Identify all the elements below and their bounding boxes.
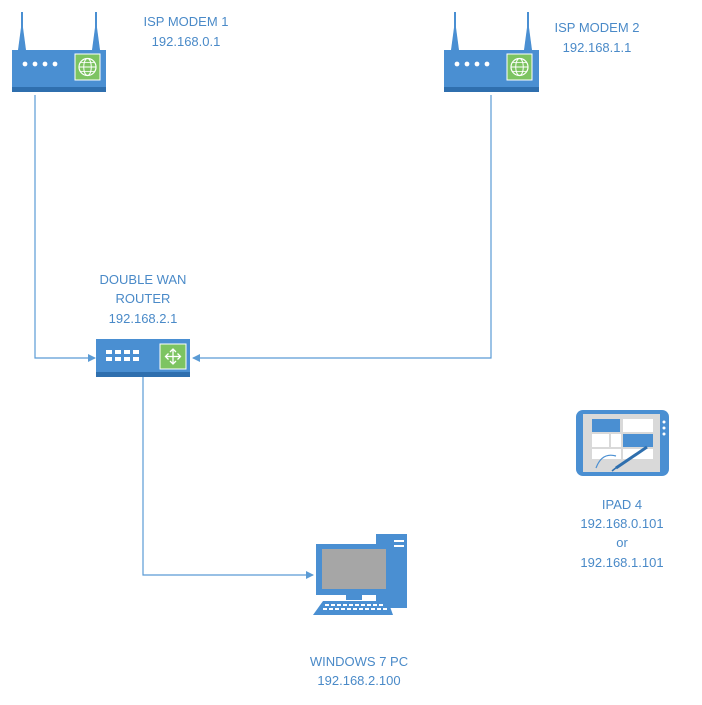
modem2-ip: 192.168.1.1 (563, 40, 632, 55)
modem1-title: ISP MODEM 1 (143, 14, 228, 29)
router-ip: 192.168.2.1 (109, 311, 178, 326)
desktop-pc-icon (313, 534, 407, 615)
modem1-ip: 192.168.0.1 (152, 34, 221, 49)
pc-ip: 192.168.2.100 (317, 673, 400, 688)
connector-modem1-router (34, 95, 96, 362)
connector-router-pc (142, 377, 314, 579)
connector-modem2-router (192, 95, 492, 362)
ipad-title: IPAD 4 (602, 497, 642, 512)
tablet-icon (576, 410, 669, 476)
pc-title: WINDOWS 7 PC (310, 654, 408, 669)
router-title-line2: ROUTER (116, 291, 171, 306)
modem-icon (444, 12, 539, 92)
ipad-ip-secondary: 192.168.1.101 (580, 555, 663, 570)
modem-icon (12, 12, 106, 92)
router-icon (96, 339, 190, 377)
router-title-line1: DOUBLE WAN (100, 272, 187, 287)
ipad-ip-primary: 192.168.0.101 (580, 516, 663, 531)
ipad-or-text: or (616, 535, 628, 550)
modem2-title: ISP MODEM 2 (554, 20, 639, 35)
